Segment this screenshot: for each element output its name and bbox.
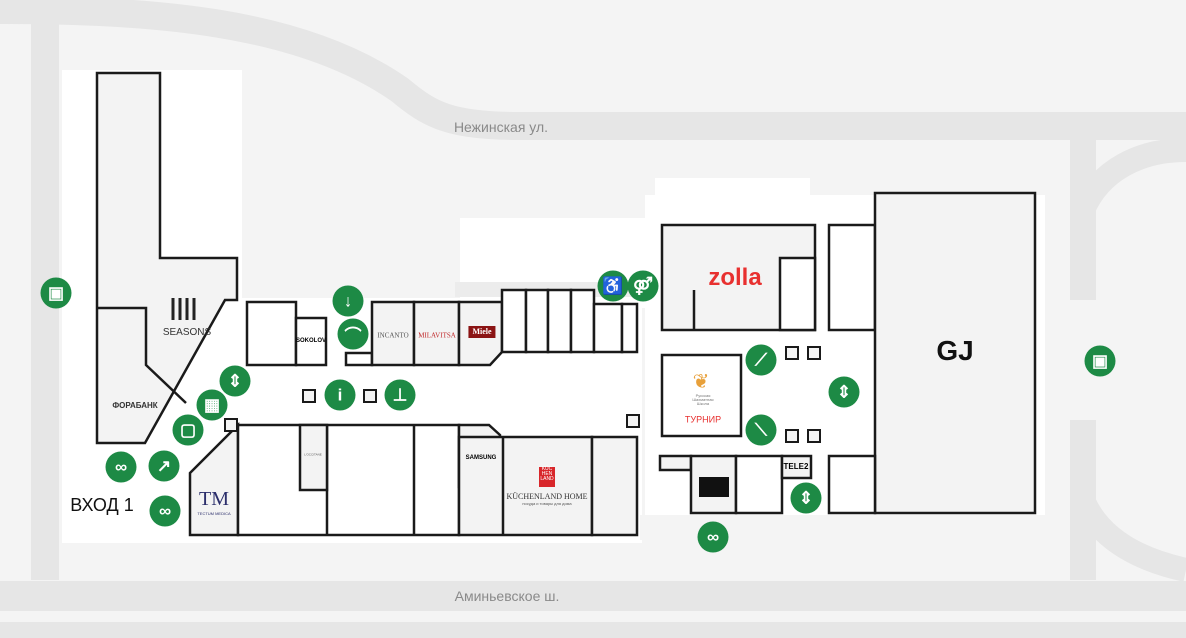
elevator-icon[interactable]: ⇕ <box>219 365 251 397</box>
escalator-down-icon[interactable]: ⟍ <box>745 414 777 446</box>
store-turnir[interactable]: ТУРНИР <box>684 414 722 425</box>
elevator-icon[interactable]: ⇕ <box>828 376 860 408</box>
entrance-label: ВХОД 1 <box>70 495 134 515</box>
info-desk-icon[interactable]: ⊥ <box>384 379 416 411</box>
info-icon[interactable]: i <box>324 379 356 411</box>
store-milavitsa[interactable]: MILAVITSA <box>418 331 456 340</box>
restroom-icon[interactable]: ⚤ <box>627 270 659 302</box>
wheelchair-icon[interactable]: ♿ <box>597 270 629 302</box>
entrance-arrow-icon[interactable]: ↗ <box>148 450 180 482</box>
store-kuchenland-sub: посуда и товары для дома <box>522 501 572 506</box>
store-black-logo[interactable] <box>699 477 729 497</box>
store-zolla[interactable]: zolla <box>708 264 762 291</box>
seasons-logo <box>171 298 196 320</box>
store-tele2[interactable]: TELE2 <box>783 462 809 471</box>
bus-stop-icon[interactable]: ▣ <box>1084 345 1116 377</box>
store-samsung[interactable]: SAMSUNG <box>465 455 497 461</box>
store-incanto[interactable]: INCANTO <box>377 331 409 340</box>
store-tm[interactable]: TM <box>199 488 229 510</box>
down-arrow-icon[interactable]: ↓ <box>332 285 364 317</box>
store-turnir-school: Русская Шахматная Школа <box>692 393 714 406</box>
bicycle-parking-icon[interactable]: ∞ <box>697 521 729 553</box>
turnir-logo-icon: ❦ <box>692 371 710 393</box>
store-outlines <box>95 71 1037 537</box>
cloakroom-hanger-icon[interactable]: ⌒ <box>337 318 369 350</box>
store-forabank[interactable]: ФОРАБАНК <box>112 401 158 410</box>
store-sokolov[interactable]: SOKOLOV <box>295 338 327 344</box>
bus-stop-icon[interactable]: ▣ <box>40 277 72 309</box>
payment-terminal-icon[interactable]: ▢ <box>172 414 204 446</box>
store-miele[interactable]: Miele <box>468 326 496 338</box>
bicycle-parking-icon[interactable]: ∞ <box>105 451 137 483</box>
bicycle-parking-icon[interactable]: ∞ <box>149 495 181 527</box>
kuchenland-logo: KÜC HEN LAND <box>539 467 555 487</box>
kiosks <box>224 346 821 443</box>
street-north: Нежинская ул. <box>453 119 549 135</box>
elevator-icon[interactable]: ⇕ <box>790 482 822 514</box>
store-kuchenland[interactable]: KÜCHENLAND HOME <box>506 492 588 501</box>
street-south: Аминьевское ш. <box>454 588 560 604</box>
escalator-up-icon[interactable]: ⟋ <box>745 344 777 376</box>
atm-icon[interactable]: ▦ <box>196 389 228 421</box>
store-tm-sub: TECTUM MEDICA <box>197 511 231 516</box>
store-gj[interactable]: GJ <box>936 335 974 366</box>
store-seasons[interactable]: SEASONS <box>162 327 212 338</box>
store-loccitane[interactable]: L'OCCITANE <box>304 452 322 457</box>
